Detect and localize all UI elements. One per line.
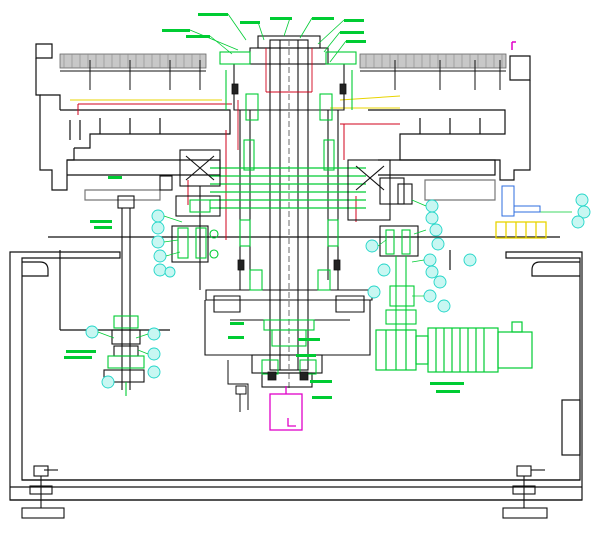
circle-callout-icon (147, 327, 161, 341)
circle-callout-icon (431, 237, 445, 251)
base-frame (9, 250, 583, 501)
yellow-guide-lines (70, 95, 401, 109)
circle-callout-icon (164, 266, 176, 278)
circle-callout-icon (153, 249, 167, 263)
circle-callout-icon (437, 299, 451, 313)
turntable-plate-left (59, 53, 207, 90)
circle-callout-icon (463, 253, 477, 267)
left-gearbox (159, 149, 221, 290)
magenta-bracket (511, 41, 516, 50)
circle-callout-icon (367, 285, 381, 299)
circle-callout-icon (151, 209, 165, 223)
circle-callout-icon (85, 325, 99, 339)
motor-icon (375, 321, 533, 373)
turntable-plate-right (359, 53, 507, 90)
top-leader-lines (189, 13, 347, 63)
circle-callout-icon (575, 193, 589, 207)
leveling-foot-left (21, 465, 65, 519)
circle-callout-icon (433, 275, 447, 289)
spindle-bearings (231, 83, 347, 381)
circle-callout-icon (151, 221, 165, 235)
left-actuator-rod (103, 195, 145, 390)
circle-callout-icon (147, 347, 161, 361)
right-gearbox-green (385, 229, 417, 330)
circle-callout-icon (425, 199, 439, 213)
circle-callout-icon (577, 205, 591, 219)
red-guide-lines (77, 103, 400, 240)
circle-callout-icon (365, 239, 379, 253)
callout-balloons (85, 193, 591, 389)
circle-callout-icon (147, 365, 161, 379)
horizontal-shafts (210, 167, 366, 209)
circle-callout-icon (571, 215, 585, 229)
magenta-sensor-box (269, 386, 303, 431)
upper-frame (35, 43, 560, 238)
circle-callout-icon (377, 263, 391, 277)
bottom-pump-unit (227, 360, 249, 412)
circle-callout-icon (429, 223, 443, 237)
leveling-foot-right (502, 465, 548, 519)
balloon-leader-lines (97, 199, 572, 355)
callout-text-blocks (162, 13, 366, 43)
spindle-red-outline (237, 48, 313, 150)
circle-callout-icon (101, 375, 115, 389)
green-label-blocks (64, 176, 464, 399)
circle-callout-icon (423, 253, 437, 267)
central-spindle (204, 35, 373, 390)
circle-callout-icon (153, 263, 167, 277)
circle-callout-icon (425, 211, 439, 225)
circle-callout-icon (425, 265, 439, 279)
left-gearbox-green (177, 199, 219, 259)
right-gearbox (347, 159, 419, 257)
circle-callout-icon (151, 235, 165, 249)
right-sensor-assembly (501, 185, 541, 217)
left-actuator-green (107, 315, 145, 396)
yellow-terminal-box (495, 221, 547, 239)
circle-callout-icon (423, 289, 437, 303)
